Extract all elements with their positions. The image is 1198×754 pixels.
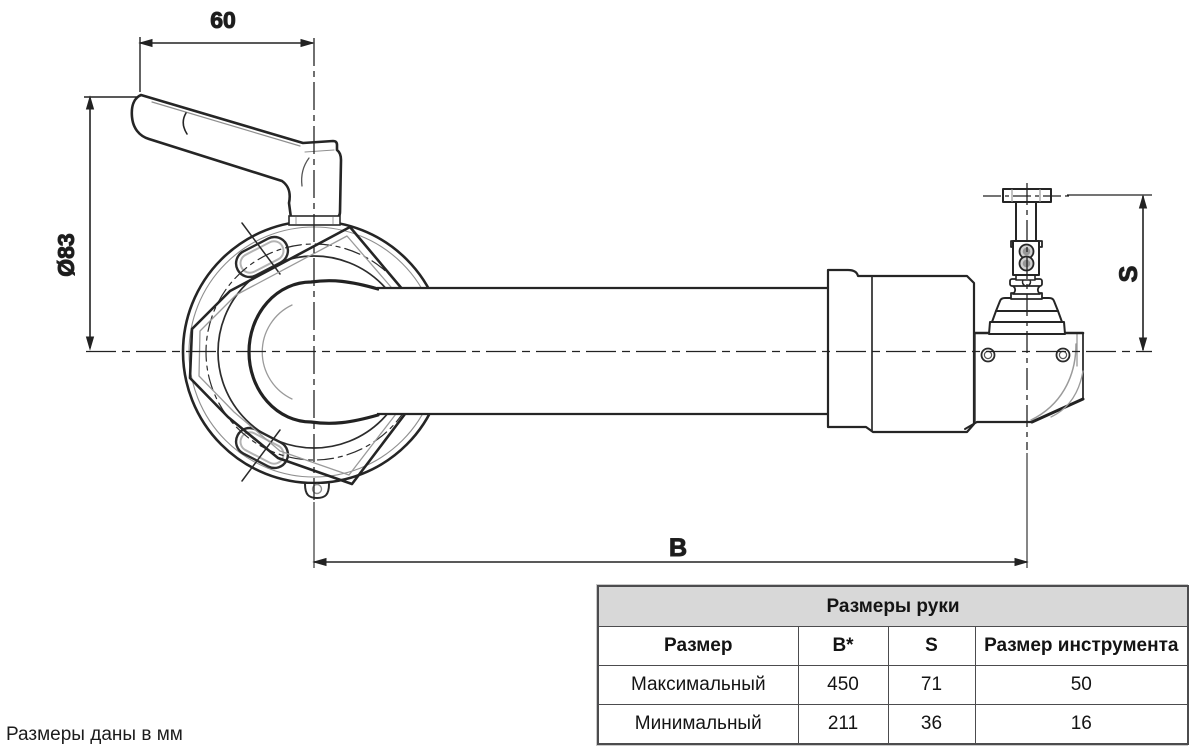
units-note: Размеры даны в мм	[6, 724, 183, 745]
table-row-min: Минимальный 211 36 16	[597, 704, 1189, 745]
table-row-max: Максимальный 450 71 50	[597, 665, 1189, 705]
dim-label-diameter: Ø83	[53, 233, 79, 276]
table-header-row: Размер B* S Размер инструмента	[597, 626, 1189, 666]
cell-max-label: Максимальный	[597, 665, 799, 705]
tool-head-bevel	[1030, 397, 1085, 424]
col-header-tool-size: Размер инструмента	[974, 626, 1189, 666]
tool-head-fill	[975, 333, 1083, 422]
dim-label-s: S	[1115, 266, 1143, 283]
arrow-up	[85, 95, 95, 110]
head-screw-left	[980, 347, 996, 363]
slot-upper-axis	[241, 222, 281, 275]
cell-min-s: 36	[887, 704, 976, 745]
col-header-s: S	[887, 626, 976, 666]
cell-min-tool: 16	[974, 704, 1189, 745]
bit-shank	[1015, 201, 1037, 242]
cell-max-tool: 50	[974, 665, 1189, 705]
handle-hub-curve	[301, 157, 310, 187]
dim-label-60: 60	[210, 7, 236, 33]
dimension-b: B	[312, 534, 1029, 567]
dimension-60: 60	[138, 7, 315, 92]
slot-lower-axis	[241, 429, 281, 482]
dim-label-b: B	[669, 534, 687, 562]
arrow-right	[1014, 557, 1029, 567]
tool-head	[964, 331, 1085, 430]
cell-min-label: Минимальный	[597, 704, 799, 745]
handle-cap-line	[304, 149, 335, 153]
handle-lever	[130, 93, 343, 220]
col-header-size: Размер	[597, 626, 799, 666]
hand-dimensions-table: Размеры руки Размер B* S Размер инструме…	[597, 585, 1190, 745]
arrow-left	[312, 557, 327, 567]
dimension-s: S	[1067, 194, 1152, 352]
cell-max-s: 71	[887, 665, 976, 705]
centerlines	[86, 38, 1152, 568]
nipple-hole	[311, 483, 323, 495]
arrow-down	[85, 336, 95, 351]
table-title-row: Размеры руки	[597, 585, 1189, 627]
dimension-diameter-83: Ø83	[53, 95, 138, 351]
cast-transition-arc	[1030, 343, 1077, 421]
col-header-b: B*	[797, 626, 889, 666]
handle-thumb-notch	[182, 112, 188, 135]
arrow-down	[1138, 337, 1148, 352]
hex-profile	[188, 225, 407, 486]
arrow-left	[138, 38, 153, 48]
arrow-right	[300, 38, 315, 48]
hex-profile-inner	[198, 235, 400, 476]
head-screw-right	[1055, 347, 1071, 363]
cell-max-b: 450	[797, 665, 889, 705]
arrow-up	[1138, 194, 1148, 209]
handle-outline	[130, 93, 343, 220]
cell-min-b: 211	[797, 704, 889, 745]
cast-transition-arc-2	[1050, 370, 1084, 418]
tool-bit	[1002, 188, 1052, 300]
table-title: Размеры руки	[597, 585, 1189, 627]
handle-top-highlight	[151, 101, 301, 147]
